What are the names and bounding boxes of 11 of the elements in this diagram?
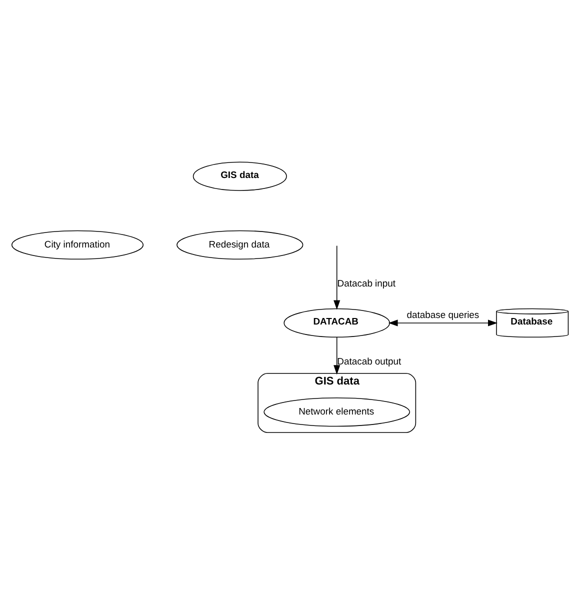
arrow bbox=[334, 336, 340, 374]
arrow bbox=[388, 319, 498, 326]
node-ellipse: Network elements bbox=[264, 396, 410, 426]
node-ellipse: City information bbox=[11, 230, 144, 259]
node-ellipse: GIS data bbox=[192, 161, 287, 190]
edge-label: Datacab input bbox=[337, 278, 396, 289]
arrow bbox=[334, 244, 340, 310]
node-ellipse: DATACAB bbox=[284, 308, 390, 338]
edge-label: Datacab output bbox=[337, 356, 402, 367]
edge-label: database queries bbox=[406, 309, 480, 320]
node-ellipse: Redesign data bbox=[176, 230, 304, 259]
